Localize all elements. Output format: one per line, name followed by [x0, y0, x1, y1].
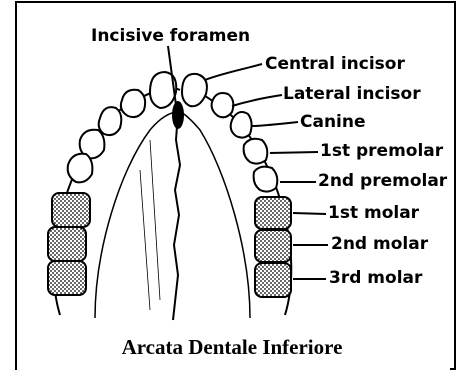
canine-right [231, 112, 252, 138]
label-second-molar: 2nd molar [331, 236, 428, 253]
label-central-incisor: Central incisor [265, 56, 405, 73]
first-molar-left [52, 193, 90, 227]
label-first-premolar: 1st premolar [320, 143, 443, 160]
palate-shading-left [140, 140, 160, 310]
label-third-molar: 3rd molar [329, 270, 422, 287]
canine-left [99, 107, 122, 135]
lateral-incisor-right [212, 93, 234, 117]
figure-caption: Arcata Dentale Inferiore [0, 335, 464, 360]
label-incisive-foramen: Incisive foramen [91, 28, 250, 45]
leader-central-incisor [205, 64, 262, 80]
third-molar-right [255, 263, 291, 297]
third-molar-left [48, 261, 86, 295]
inner-palate-left [95, 112, 178, 318]
second-premolar-right [254, 167, 278, 192]
second-molar-left [48, 227, 86, 261]
first-molar-right [255, 197, 291, 229]
inner-palate-right [180, 112, 250, 318]
leader-first-premolar [270, 152, 318, 153]
incisive-foramen-shape [172, 101, 184, 129]
lateral-incisor-left [121, 90, 145, 117]
second-molar-right [255, 230, 291, 262]
label-lateral-incisor: Lateral incisor [283, 86, 421, 103]
second-premolar-left [68, 154, 93, 183]
leader-first-molar [293, 213, 326, 214]
leader-canine [252, 122, 298, 126]
label-second-premolar: 2nd premolar [318, 173, 447, 190]
midline-suture [173, 112, 180, 320]
first-premolar-right [244, 139, 268, 164]
leader-lateral-incisor [232, 95, 282, 106]
central-incisor-right [182, 74, 207, 106]
label-canine: Canine [300, 114, 366, 131]
label-first-molar: 1st molar [328, 205, 419, 222]
